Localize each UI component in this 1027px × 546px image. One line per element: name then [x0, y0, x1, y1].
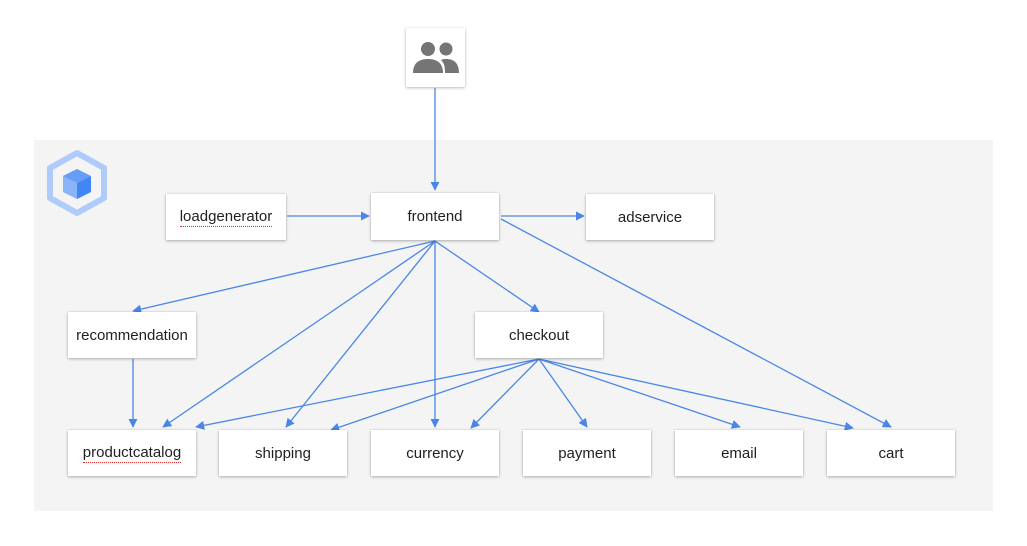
- node-label: shipping: [255, 444, 311, 462]
- node-cart: cart: [827, 430, 955, 476]
- node-label: frontend: [407, 208, 463, 225]
- node-checkout: checkout: [475, 312, 603, 358]
- users-node: [406, 28, 465, 87]
- node-recommendation: recommendation: [68, 312, 196, 358]
- node-frontend: frontend: [371, 193, 499, 240]
- kubernetes-engine-icon: [46, 150, 108, 216]
- node-productcatalog: productcatalog: [68, 430, 196, 476]
- node-shipping: shipping: [219, 430, 347, 476]
- node-label: loadgenerator: [179, 207, 273, 227]
- node-label: currency: [406, 444, 464, 462]
- node-label: payment: [558, 444, 616, 462]
- node-email: email: [675, 430, 803, 476]
- node-label: adservice: [617, 208, 683, 226]
- node-label: recommendation: [76, 326, 188, 344]
- node-payment: payment: [523, 430, 651, 476]
- node-label: checkout: [508, 326, 570, 344]
- node-label: email: [721, 444, 757, 462]
- users-group-icon: [412, 41, 459, 73]
- node-label: productcatalog: [82, 443, 182, 463]
- node-label: cart: [878, 444, 904, 462]
- node-currency: currency: [371, 430, 499, 476]
- node-adservice: adservice: [586, 194, 714, 240]
- node-loadgenerator: loadgenerator: [166, 194, 286, 240]
